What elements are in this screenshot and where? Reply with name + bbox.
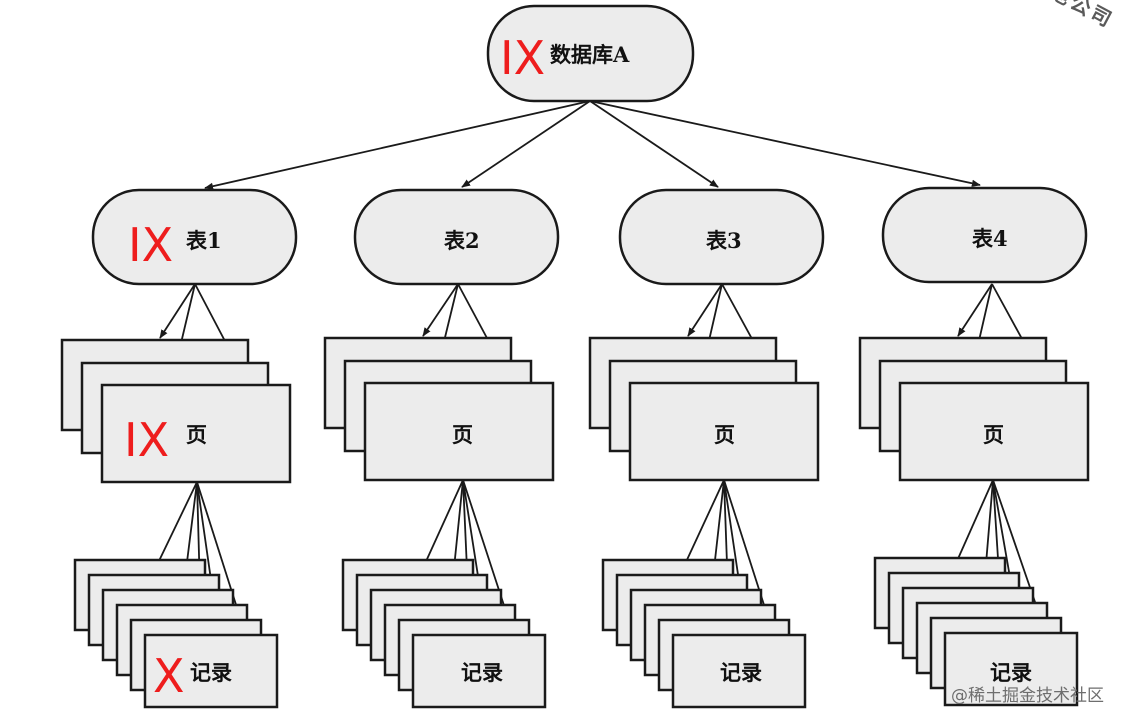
page-sheet-front-1 bbox=[100, 383, 292, 484]
watermark: @稀土掘金技术社区 bbox=[951, 686, 1104, 706]
table-node-2: 表2 bbox=[353, 188, 560, 286]
record-sheet-front-3 bbox=[671, 633, 807, 709]
page-1-lock-label: IX bbox=[124, 413, 169, 467]
record-1-lock-label: X bbox=[153, 649, 185, 703]
arrow-db-to-table-1 bbox=[204, 100, 591, 190]
arrow-table-2-to-page-a bbox=[422, 283, 459, 337]
arrow-db-to-table-4 bbox=[589, 100, 981, 187]
arrow-table-3-to-page-a bbox=[687, 283, 723, 337]
page-1-label: 页 bbox=[186, 422, 207, 447]
table-4-label: 表4 bbox=[972, 226, 1008, 251]
database-lock-label: IX bbox=[500, 31, 545, 85]
page-and-record-stacks bbox=[60, 336, 1090, 709]
record-sheet-front-4 bbox=[943, 631, 1079, 707]
page-4-label: 页 bbox=[983, 422, 1004, 447]
record-4-label: 记录 bbox=[990, 660, 1032, 685]
record-1-label: 记录 bbox=[190, 660, 232, 685]
database-node: IX 数据库A bbox=[486, 4, 695, 103]
table-1-lock-label: IX bbox=[128, 218, 173, 272]
table-node-3: 表3 bbox=[618, 188, 825, 286]
page-sheet-front-2 bbox=[363, 381, 555, 482]
table-2-label: 表2 bbox=[444, 228, 480, 253]
arrow-table-4-to-page-a bbox=[957, 283, 993, 337]
page-sheet-front-3 bbox=[628, 381, 820, 482]
table-node-4: 表4 bbox=[881, 186, 1088, 284]
page-3-label: 页 bbox=[714, 422, 735, 447]
arrow-table-1-to-page-a bbox=[159, 283, 196, 339]
arrow-db-to-table-2 bbox=[461, 100, 591, 188]
table-3-label: 表3 bbox=[706, 228, 742, 253]
arrow-db-to-table-3 bbox=[589, 100, 719, 188]
page-sheet-front-4 bbox=[898, 381, 1090, 482]
page-2-label: 页 bbox=[452, 422, 473, 447]
record-sheet-front-2 bbox=[411, 633, 547, 709]
record-3-label: 记录 bbox=[720, 660, 762, 685]
database-label: 数据库A bbox=[550, 42, 630, 67]
table-node-1: IX 表1 bbox=[91, 188, 298, 286]
record-2-label: 记录 bbox=[461, 660, 503, 685]
record-sheet-front-1 bbox=[143, 633, 279, 709]
table-1-label: 表1 bbox=[186, 228, 222, 253]
